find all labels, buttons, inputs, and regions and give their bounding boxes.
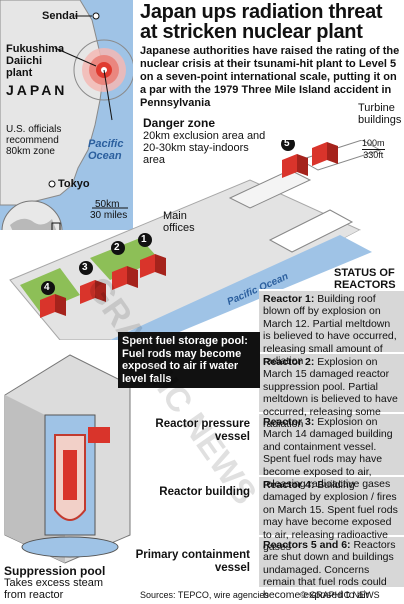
headline-intro: Japanese authorities have raised the rat… bbox=[140, 45, 400, 109]
label-japan: JAPAN bbox=[6, 82, 68, 98]
scale-miles: 30 miles bbox=[90, 210, 128, 221]
status-list: Reactor 1: Building roof blown off by ex… bbox=[259, 289, 404, 601]
label-pacific-map: Pacific Ocean bbox=[88, 138, 124, 162]
plant-scale: 100m 330ft bbox=[362, 138, 385, 161]
reactor-number-2: 2 bbox=[114, 242, 120, 253]
japan-map-graphic bbox=[0, 0, 133, 230]
main-offices-label: Main offices bbox=[163, 210, 195, 234]
danger-zone-text: 20km exclusion area and 20-30km stay-ind… bbox=[143, 130, 266, 166]
turbine-buildings-label: Turbine buildings bbox=[358, 102, 402, 126]
label-sendai: Sendai bbox=[42, 10, 79, 22]
primary-containment-label: Primary containment vessel bbox=[135, 549, 250, 574]
status-item: Reactor 2: Explosion on March 15 damaged… bbox=[259, 352, 404, 430]
status-item-text: Reactors are shut down and buildings und… bbox=[263, 539, 396, 601]
status-item: Reactors 5 and 6: Reactors are shut down… bbox=[259, 535, 404, 601]
scale-km: 50km bbox=[95, 199, 120, 210]
reactor-number-markers bbox=[41, 140, 295, 295]
status-item-label: Reactor 2: bbox=[263, 356, 315, 368]
status-item-label: Reactor 3: bbox=[263, 416, 315, 428]
globe-inset bbox=[1, 200, 63, 230]
status-item-text: Explosion on March 14 damaged building a… bbox=[263, 416, 393, 491]
status-item-text: Building damaged by explosion / fires on… bbox=[263, 479, 398, 553]
status-item-label: Reactor 1: bbox=[263, 293, 315, 305]
label-us-officials: U.S. officials recommend 80km zone bbox=[6, 124, 62, 157]
reactor-building-label: Reactor building bbox=[159, 486, 250, 498]
reactor-number-4: 4 bbox=[44, 282, 50, 293]
plant-scale-m: 100m bbox=[362, 138, 385, 148]
suppression-pool-title: Suppression pool bbox=[4, 564, 106, 578]
reactor-cutaway bbox=[4, 354, 131, 564]
spent-fuel-pool-callout: Spent fuel storage pool: Fuel rods may b… bbox=[118, 332, 260, 388]
danger-zone-title: Danger zone bbox=[143, 116, 216, 130]
status-item-label: Reactor 4: bbox=[263, 479, 315, 491]
reactor-number-6: 6 bbox=[314, 117, 320, 128]
status-item: Reactor 4: Building damaged by explosion… bbox=[259, 475, 404, 553]
status-item: Reactor 1: Building roof blown off by ex… bbox=[259, 289, 404, 367]
source-line: Sources: TEPCO, wire agencies bbox=[140, 590, 269, 600]
plant-scale-ft: 330ft bbox=[362, 149, 385, 160]
reactor-number-3: 3 bbox=[82, 262, 88, 273]
status-item: Reactor 3: Explosion on March 14 damaged… bbox=[259, 412, 404, 490]
reactor-blocks bbox=[40, 142, 338, 318]
status-item-label: Reactors 5 and 6: bbox=[263, 539, 351, 551]
status-item-text: Explosion on March 15 damaged reactor su… bbox=[263, 356, 398, 430]
suppression-pool-text: Takes excess steam from reactor bbox=[4, 577, 104, 601]
japan-map: Sendai Fukushima Daiichi plant JAPAN U.S… bbox=[0, 0, 133, 230]
pressure-vessel-label: Reactor pressure vessel bbox=[155, 418, 250, 443]
label-fukushima: Fukushima Daiichi plant bbox=[6, 43, 65, 79]
status-item-text: Building roof blown off by explosion on … bbox=[263, 293, 397, 367]
status-heading: STATUS OF REACTORS bbox=[334, 267, 396, 291]
headline-title: Japan ups radiation threat at stricken n… bbox=[140, 1, 383, 43]
reactor-number-1: 1 bbox=[141, 234, 147, 245]
label-tokyo: Tokyo bbox=[58, 178, 90, 190]
credit-line: © GRAPHIC NEWS bbox=[300, 590, 380, 600]
reactor-number-5: 5 bbox=[284, 138, 290, 149]
